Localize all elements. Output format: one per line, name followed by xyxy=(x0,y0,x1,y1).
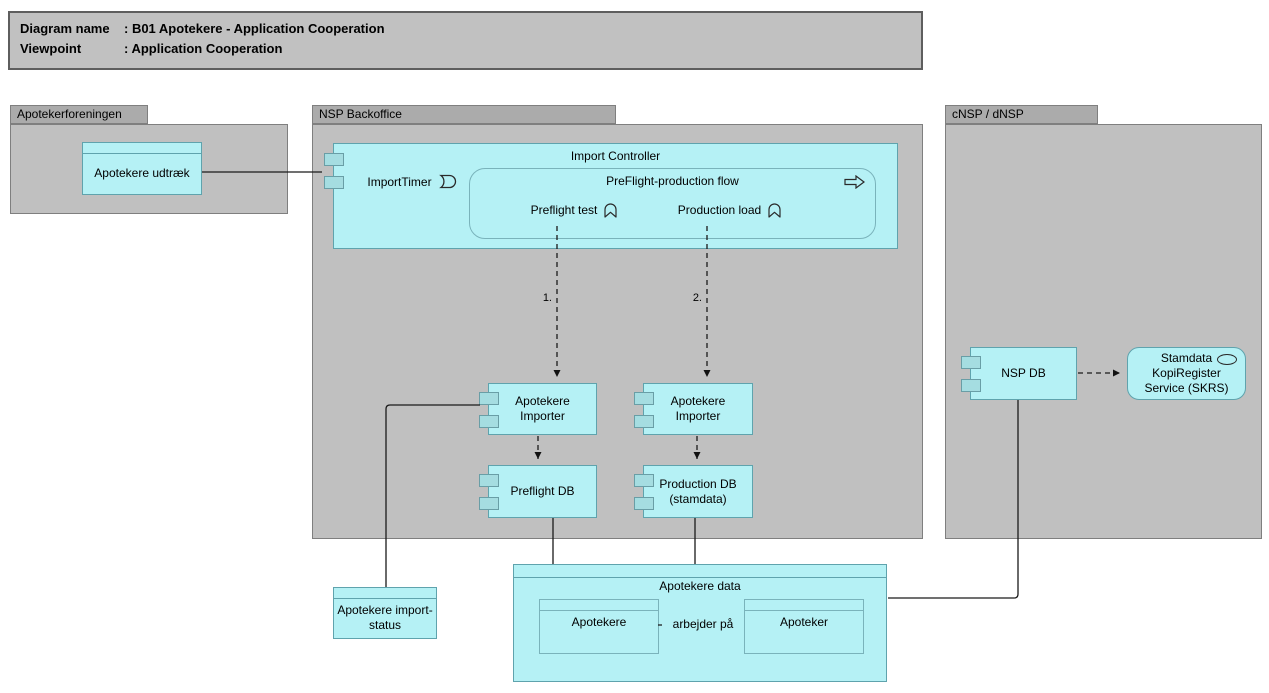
viewpoint-label: Viewpoint xyxy=(20,41,82,56)
node-preflight-db[interactable]: Preflight DB xyxy=(479,465,597,518)
node-preflight-test[interactable]: Preflight test xyxy=(515,192,634,227)
diagram-name-value: : B01 Apotekere - Application Cooperatio… xyxy=(124,21,385,36)
import-timer-label: ImportTimer xyxy=(367,174,432,189)
preflight-db-label: Preflight DB xyxy=(510,484,575,498)
node-apotekere-udtraek[interactable]: Apotekere udtræk xyxy=(82,142,202,195)
apotekere-object-label: Apotekere xyxy=(571,615,627,629)
node-preflight-production-flow[interactable]: PreFlight-production flow Preflight test… xyxy=(469,168,876,239)
service-oval-icon xyxy=(1217,354,1237,365)
viewpoint-row: Viewpoint : Application Cooperation xyxy=(20,39,921,59)
node-apoteker-object[interactable]: Apoteker xyxy=(744,599,864,654)
component-port-icon xyxy=(324,153,344,166)
apotekere-udtraek-label: Apotekere udtræk xyxy=(94,166,190,180)
diagram-title-box: Diagram name : B01 Apotekere - Applicatio… xyxy=(8,11,923,70)
group-nsp-backoffice-label: NSP Backoffice xyxy=(319,107,402,121)
group-apotekerforeningen-tab[interactable]: Apotekerforeningen xyxy=(10,105,148,124)
apotekere-importer-1-label: Apotekere Importer xyxy=(515,394,570,423)
nsp-db-label: NSP DB xyxy=(1001,366,1046,380)
node-apotekere-data[interactable]: Apotekere data Apotekere Apoteker xyxy=(513,564,887,682)
node-production-load[interactable]: Production load xyxy=(660,192,800,227)
diagram-name-label: Diagram name xyxy=(20,21,110,36)
production-load-label: Production load xyxy=(677,202,762,217)
flow-step-2-label: 2. xyxy=(692,292,702,304)
arbejder-paa-association-label: arbejder på xyxy=(662,617,744,631)
component-port-icon xyxy=(634,392,654,405)
component-port-icon xyxy=(479,392,499,405)
node-import-timer[interactable]: ImportTimer xyxy=(348,165,476,198)
component-port-icon xyxy=(479,415,499,428)
component-port-icon xyxy=(961,356,981,369)
apoteker-object-label: Apoteker xyxy=(779,615,829,629)
group-cnsp-dnsp-label: cNSP / dNSP xyxy=(952,107,1024,121)
data-object-strip xyxy=(334,588,436,599)
data-object-strip xyxy=(540,600,658,611)
component-port-icon xyxy=(479,474,499,487)
viewpoint-value: : Application Cooperation xyxy=(124,41,283,56)
diagram-name-row: Diagram name : B01 Apotekere - Applicatio… xyxy=(20,19,921,39)
group-cnsp-dnsp-tab[interactable]: cNSP / dNSP xyxy=(945,105,1098,124)
node-stamdata-skrs-service[interactable]: Stamdata KopiRegister Service (SKRS) xyxy=(1127,347,1246,400)
group-apotekerforeningen-label: Apotekerforeningen xyxy=(17,107,122,121)
component-port-icon xyxy=(479,497,499,510)
data-object-strip xyxy=(83,143,201,154)
node-production-db[interactable]: Production DB (stamdata) xyxy=(634,465,753,518)
function-icon xyxy=(604,202,617,218)
node-apotekere-object[interactable]: Apotekere xyxy=(539,599,659,654)
group-nsp-backoffice-tab[interactable]: NSP Backoffice xyxy=(312,105,616,124)
process-arrow-icon xyxy=(844,175,865,189)
node-nsp-db[interactable]: NSP DB xyxy=(961,347,1077,400)
event-icon xyxy=(438,174,456,189)
node-apotekere-importer-1[interactable]: Apotekere Importer xyxy=(479,383,597,435)
import-controller-label: Import Controller xyxy=(570,149,661,163)
data-object-strip xyxy=(514,565,886,578)
apotekere-import-status-label: Apotekere import- status xyxy=(337,603,433,632)
data-object-strip xyxy=(745,600,863,611)
preflight-production-flow-label: PreFlight-production flow xyxy=(606,174,739,188)
flow-step-1-label: 1. xyxy=(542,292,552,304)
production-db-label: Production DB (stamdata) xyxy=(659,476,737,506)
component-port-icon xyxy=(634,415,654,428)
function-icon xyxy=(768,202,781,218)
component-port-icon xyxy=(961,379,981,392)
node-import-controller[interactable]: Import Controller ImportTimer PreFlight-… xyxy=(324,143,898,249)
preflight-test-label: Preflight test xyxy=(530,202,598,217)
group-cnsp-dnsp-body[interactable] xyxy=(945,124,1262,539)
apotekere-importer-2-label: Apotekere Importer xyxy=(670,394,726,423)
component-port-icon xyxy=(634,497,654,510)
stamdata-skrs-label: Stamdata KopiRegister Service (SKRS) xyxy=(1144,351,1229,395)
node-apotekere-importer-2[interactable]: Apotekere Importer xyxy=(634,383,753,435)
component-port-icon xyxy=(324,176,344,189)
node-apotekere-import-status[interactable]: Apotekere import- status xyxy=(333,587,437,639)
component-port-icon xyxy=(634,474,654,487)
apotekere-data-label: Apotekere data xyxy=(659,579,741,593)
